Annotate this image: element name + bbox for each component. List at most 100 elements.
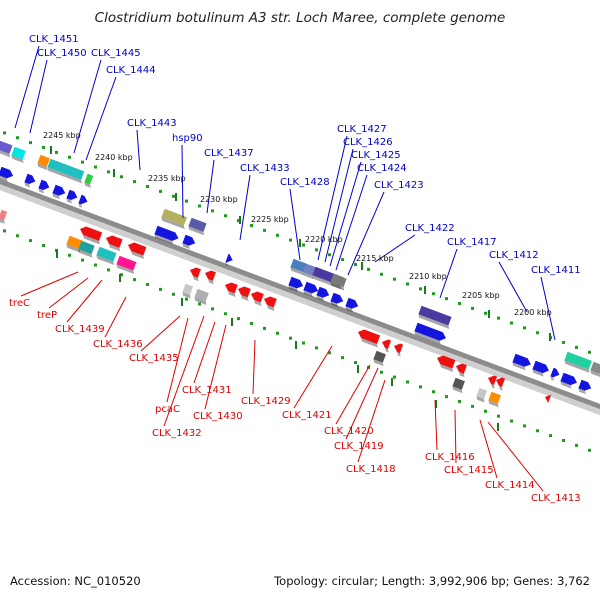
leader-line	[324, 148, 354, 263]
gene-box-olive	[161, 208, 188, 230]
inner-ring-dot	[549, 434, 552, 438]
outer-ring-dot	[380, 272, 383, 276]
inner-ring-dot	[107, 268, 110, 272]
gene-arrow-forward	[345, 297, 359, 313]
leader-line	[163, 315, 205, 427]
inner-ring-dot	[68, 253, 71, 257]
gene-arrow-reverse	[545, 394, 552, 407]
outer-ring-dot	[224, 214, 227, 218]
gene-box-silver	[182, 283, 194, 299]
leader-line	[374, 234, 416, 263]
leader-line	[479, 419, 498, 479]
leader-line	[434, 399, 438, 451]
outer-ring-dot	[16, 136, 19, 140]
outer-ring-dot	[354, 263, 357, 266]
inner-ring-dot	[159, 287, 162, 291]
scale-label: 2210 kbp	[409, 272, 447, 281]
leader-line	[487, 421, 544, 492]
outer-ring-dot	[497, 316, 500, 320]
gene-arrow-reverse	[488, 375, 498, 389]
gene-label-clk-1417: CLK_1417	[447, 237, 497, 248]
gene-box-teal	[564, 351, 592, 373]
leader-line	[29, 59, 48, 134]
outer-ring-dot	[341, 258, 344, 262]
gene-label-clk-1435: CLK_1435	[129, 353, 179, 364]
leader-line	[104, 296, 127, 338]
gene-label-clk-1444: CLK_1444	[106, 65, 156, 76]
outer-ring-dot	[120, 175, 123, 179]
map-title: Clostridium botulinum A3 str. Loch Maree…	[95, 10, 506, 26]
inner-ring-dot	[510, 419, 513, 423]
gene-box-grey	[452, 377, 465, 394]
gene-label-clk-1423: CLK_1423	[374, 180, 424, 191]
gene-arrow-forward	[154, 225, 179, 245]
leader-line	[439, 248, 458, 299]
gene-arrow-reverse	[437, 355, 456, 373]
gene-label-clk-1450: CLK_1450	[37, 48, 87, 59]
gene-box-grey	[590, 361, 600, 378]
outer-ring-dot	[393, 277, 396, 281]
outer-ring-dot	[471, 306, 474, 310]
leader-line	[498, 261, 528, 313]
inner-ring-dot	[575, 443, 578, 447]
scale-label: 2245 kbp	[43, 131, 81, 140]
inner-ring-dot	[328, 351, 331, 355]
outer-ring-dot	[81, 160, 84, 164]
inner-ring-dot	[198, 302, 201, 306]
gene-arrow-forward	[182, 234, 196, 250]
gene-arrow-reverse	[205, 270, 216, 285]
inner-ring-dot	[3, 229, 6, 233]
leader-line	[289, 188, 301, 261]
gene-label-clk-1433: CLK_1433	[240, 163, 290, 174]
gene-box-steel	[303, 263, 316, 280]
gene-label-clk-1431: CLK_1431	[182, 385, 232, 396]
outer-ring-dot	[458, 302, 461, 305]
gene-label-clk-1418: CLK_1418	[346, 464, 396, 475]
leader-line	[204, 324, 227, 410]
gene-arrow-forward	[38, 179, 50, 194]
backbone-line	[0, 178, 600, 410]
inner-ring-dot	[562, 439, 565, 442]
gene-box-silver	[476, 387, 488, 403]
gene-arrow-reverse	[106, 235, 123, 252]
gene-label-hsp90: hsp90	[172, 133, 203, 144]
gene-arrow-reverse	[251, 291, 264, 306]
outer-ring-dot	[172, 194, 175, 198]
outer-ring-dot	[42, 146, 45, 149]
gene-arrow-forward	[24, 173, 36, 188]
gene-arrow-reverse	[190, 267, 201, 282]
inner-ring-dot	[16, 234, 19, 238]
gene-arrow-forward	[52, 184, 66, 200]
scale-label: 2240 kbp	[95, 153, 133, 162]
gene-arrow-forward	[532, 360, 549, 377]
gene-label-clk-1437: CLK_1437	[204, 148, 254, 159]
gene-label-clk-1443: CLK_1443	[127, 118, 177, 129]
outer-ring-dot	[523, 326, 526, 330]
scale-label: 2230 kbp	[200, 195, 238, 204]
leader-line	[252, 339, 256, 395]
outer-ring-dot	[146, 185, 149, 188]
leader-line	[20, 271, 79, 297]
inner-ring-dot	[588, 448, 591, 452]
gene-arrow-forward	[414, 322, 446, 345]
inner-ring-dot	[497, 414, 500, 418]
inner-ring-dot	[380, 370, 383, 374]
inner-ring-dot	[419, 385, 422, 389]
gene-label-clk-1421: CLK_1421	[282, 410, 332, 421]
gene-box-cyan	[11, 146, 26, 163]
gene-label-clk-1436: CLK_1436	[93, 339, 143, 350]
gene-arrow-reverse	[225, 282, 238, 297]
leader-line	[540, 276, 556, 341]
gene-arrow-forward	[0, 166, 14, 182]
inner-ring-dot	[341, 356, 344, 360]
inner-ring-dot	[302, 341, 305, 345]
accession-text: Accession: NC_010520	[10, 574, 141, 588]
gene-arrow-forward	[303, 281, 319, 297]
outer-ring-dot	[289, 238, 292, 242]
gene-box-steel	[290, 258, 307, 276]
gene-box-purple	[0, 139, 13, 158]
leader-line	[206, 159, 215, 214]
leader-line	[293, 345, 333, 409]
inner-ring-dot	[120, 273, 123, 277]
